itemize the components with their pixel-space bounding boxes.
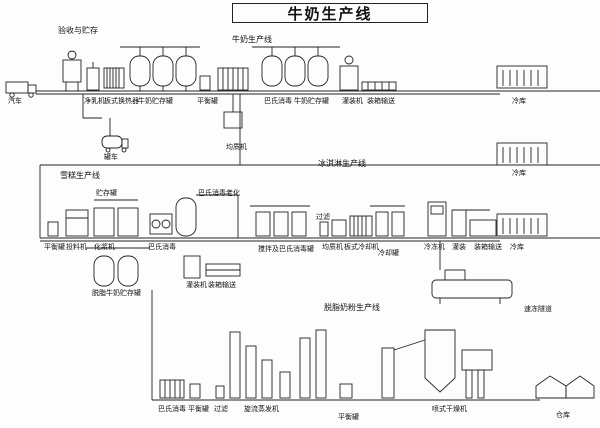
label-pc-pasteur: 巴氏消毒: [148, 243, 176, 251]
pc-filler-icon: [183, 255, 201, 279]
label-pc-mix: 搅拌及巴氏消毒罐: [258, 245, 314, 253]
label-pw-balance2: 平衡罐: [338, 413, 359, 421]
section-icecream-line: 冰淇淋生产线: [318, 159, 366, 168]
page-title: 牛奶生产线: [232, 3, 428, 23]
storage-tanks-icon: [120, 46, 200, 91]
label-pc-aging: 巴氏消毒老化: [198, 189, 240, 197]
pc-skim-tanks-icon: [86, 247, 150, 287]
label-balance-tank: 平衡罐: [197, 97, 218, 105]
label-ic-cooler: 板式冷却机: [344, 243, 379, 251]
label-homogenizer: 均质机: [226, 143, 247, 151]
label-cold-store: 冷库: [512, 97, 526, 105]
pc-balance-icon: [47, 221, 59, 237]
label-pw-warehouse: 仓库: [556, 411, 570, 419]
label-ic-homog: 均质机: [322, 243, 343, 251]
label-ic-cold: 冷库: [510, 243, 524, 251]
pc-plate-icon: [149, 213, 173, 235]
label-ic-freeze-tank: 冷却罐: [378, 249, 399, 257]
label-purifier: 净乳机: [84, 97, 105, 105]
ic-mix-tanks-icon: [250, 205, 310, 237]
label-pc-skim: 脱脂牛奶贮存罐: [92, 289, 141, 297]
purifier-icon: [86, 62, 100, 91]
label-pw-balance: 平衡罐: [188, 405, 209, 413]
section-popsicle-line: 雪糕生产线: [60, 171, 100, 180]
ic-homog-icon: [331, 219, 347, 237]
pc-pack-icon: [205, 263, 241, 277]
warehouse-icon: [535, 375, 595, 399]
label-ic-pack: 装箱输送: [474, 243, 502, 251]
balance-tank-icon: [199, 75, 211, 91]
label-carton-packer: 装箱输送: [367, 97, 395, 105]
label-pc-feed: 投料机: [66, 243, 87, 251]
cold-store-icon-1: [496, 65, 548, 89]
pw-balance2-icon: [339, 383, 353, 399]
homogenizer-panel-icon: [217, 67, 249, 129]
ic-freezer-icon: [427, 201, 447, 237]
label-pc-mixer: 化浆机: [94, 243, 115, 251]
section-powder-line: 脱脂奶粉生产线: [324, 303, 380, 312]
pw-filter-icon: [215, 385, 225, 399]
pw-plate-icon: [159, 379, 185, 399]
label-milk-tank: 牛奶贮存罐: [294, 97, 329, 105]
label-cold-store-2: 冷库: [512, 169, 526, 177]
pw-evaporator-icon: [229, 329, 327, 399]
tanker-icon: [101, 118, 129, 153]
label-pw-evap: 旋流蒸发机: [244, 405, 279, 413]
label-pw-filter: 过滤: [214, 405, 228, 413]
plate-cooler-icon: [103, 67, 125, 89]
label-pasteurizer: 巴氏消毒: [264, 97, 292, 105]
label-pc-balance: 平衡罐: [44, 243, 65, 251]
label-ic-tunnel: 速冻隧道: [524, 305, 552, 313]
label-pw-dryer: 喷式干燥机: [432, 405, 467, 413]
label-truck: 汽车: [8, 97, 22, 105]
label-ic-filter: 过滤: [316, 213, 330, 221]
ic-pack-icon: [469, 219, 497, 237]
label-storage-tank: 牛奶贮存罐: [138, 97, 173, 105]
label-filler: 灌装机: [342, 97, 363, 105]
label-pc-filler: 灌装机: [186, 281, 207, 289]
label-cooler: 板式换热器: [104, 97, 139, 105]
ic-tanks-icon: [370, 205, 405, 237]
ic-filter-icon: [319, 221, 329, 237]
label-ic-filler: 灌装: [452, 243, 466, 251]
label-pw-pasteur: 巴氏消毒: [158, 405, 186, 413]
cold-store-icon-2: [496, 142, 548, 166]
intake-scale-icon: [62, 50, 82, 91]
pw-dryer-icon: [381, 329, 493, 399]
ic-plate-icon: [349, 215, 373, 237]
label-pc-pack: 装箱输送: [208, 281, 236, 289]
pc-aging-tank-icon: [175, 197, 197, 237]
section-milk-collection: 验收与贮存: [58, 26, 98, 35]
label-tanker: 罐车: [104, 153, 118, 161]
pc-mixer-icon: [93, 199, 139, 237]
ic-tunnel-icon: [431, 241, 513, 304]
pc-feeder-icon: [65, 209, 89, 237]
label-pc-storage: 贮存罐: [96, 189, 117, 197]
ic-filler-icon: [451, 209, 490, 237]
truck-icon: [5, 81, 37, 98]
filler-icon: [339, 55, 359, 91]
conveyor-icon: [361, 81, 397, 91]
milk-tanks-icon: [252, 46, 340, 87]
label-ic-freezer: 冷冻机: [424, 243, 445, 251]
pw-balance-icon: [189, 383, 201, 399]
section-milk-line: 牛奶生产线: [232, 35, 272, 44]
cold-store-icon-3: [496, 213, 548, 237]
